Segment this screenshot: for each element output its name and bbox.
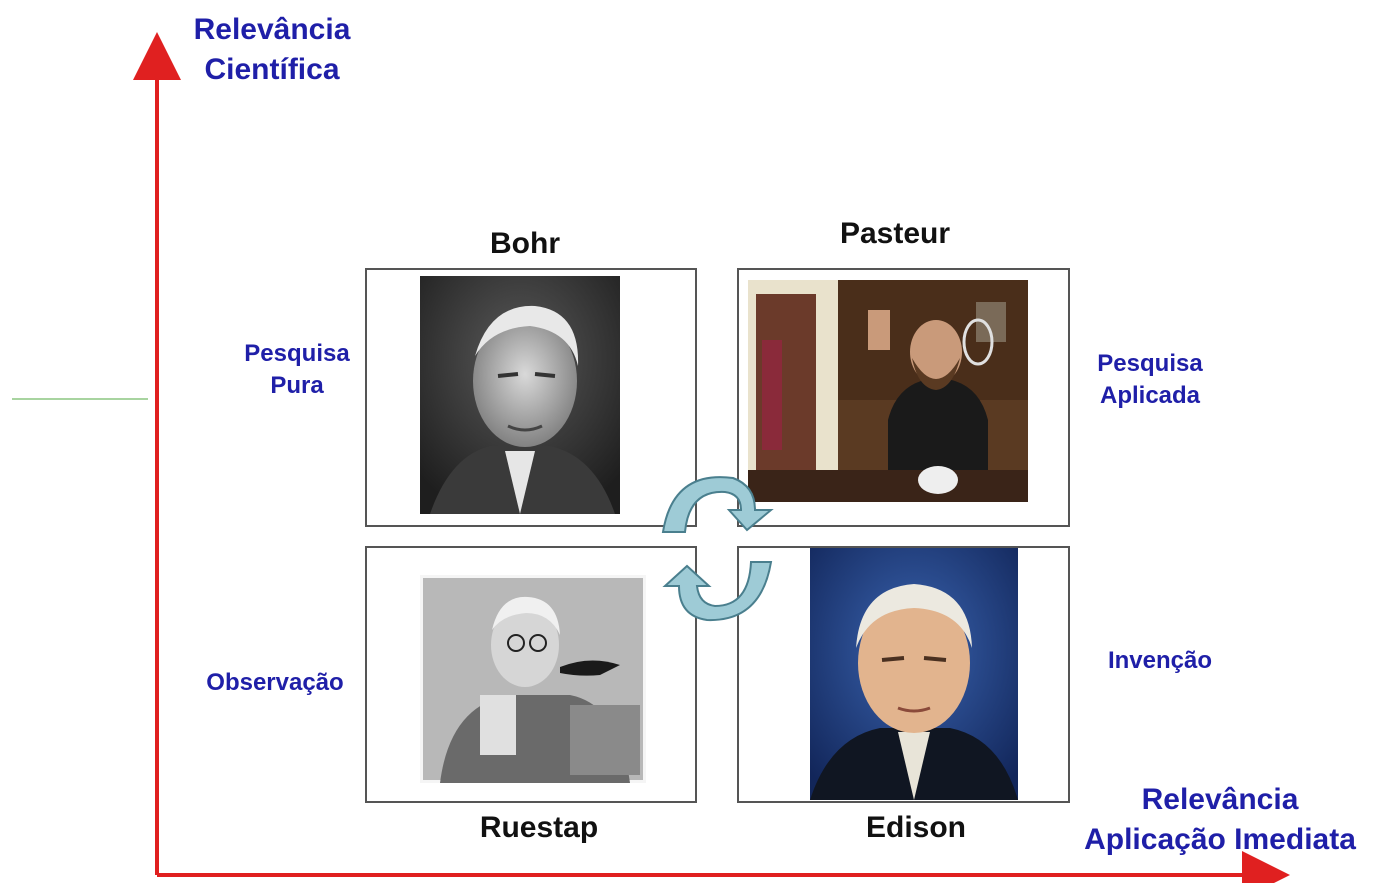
y-axis-title: Relevância Científica: [180, 10, 364, 90]
cycle-arrows-icon: [661, 476, 774, 622]
cycle-arrow-bottom-icon: [662, 561, 773, 622]
laboratory-photo-pasteur: [748, 280, 1028, 502]
label-pesquisa-pura-line2: Pura: [270, 372, 324, 399]
label-pesquisa-aplicada-line2: Aplicada: [1099, 382, 1201, 409]
label-pesquisa-aplicada-line1: Pesquisa: [1097, 350, 1203, 377]
portrait-painting-edison: [810, 548, 1018, 800]
y-axis-title-line1: Relevância: [193, 13, 351, 46]
x-axis-title-line2: Aplicação Imediata: [1084, 823, 1356, 856]
name-edison: Edison: [865, 811, 966, 844]
portrait-photo-bohr: [420, 276, 620, 514]
label-observacao: Observação: [206, 669, 344, 696]
x-axis-title-line1: Relevância: [1141, 783, 1299, 816]
label-invencao: Invenção: [1107, 647, 1213, 674]
bird-watcher-photo-ruestap: [420, 575, 646, 783]
name-ruestap: Ruestap: [479, 811, 599, 844]
label-pesquisa-pura: Pesquisa Pura: [222, 338, 372, 402]
label-pesquisa-aplicada: Pesquisa Aplicada: [1075, 348, 1225, 412]
name-bohr: Bohr: [490, 227, 560, 260]
x-axis-title: Relevância Aplicação Imediata: [1062, 780, 1378, 860]
cycle-arrow-top-icon: [661, 476, 774, 533]
name-pasteur: Pasteur: [839, 217, 951, 250]
label-pesquisa-pura-line1: Pesquisa: [244, 340, 350, 367]
y-axis-title-line2: Científica: [204, 53, 340, 86]
